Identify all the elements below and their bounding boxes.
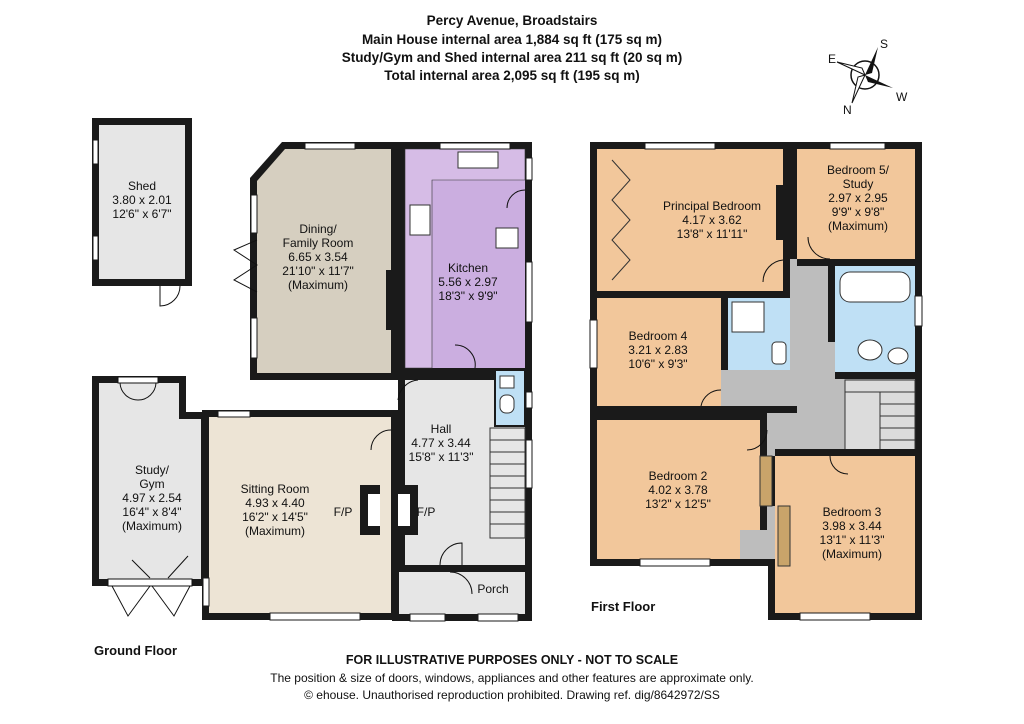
compass-s-label: S xyxy=(880,37,888,51)
bedroom4-name: Bedroom 4 xyxy=(629,329,688,343)
shed-metric: 3.80 x 2.01 xyxy=(112,193,172,207)
kitchen-name: Kitchen xyxy=(448,261,488,275)
bedroom5-note: (Maximum) xyxy=(828,219,888,233)
dining-name2: Family Room xyxy=(283,236,354,250)
fireplace-left-label: F/P xyxy=(334,505,353,519)
disclaimer-heading: FOR ILLUSTRATIVE PURPOSES ONLY - NOT TO … xyxy=(345,653,679,667)
dining-name1: Dining/ xyxy=(299,222,337,236)
shed-imperial: 12'6" x 6'7" xyxy=(112,207,171,221)
bedroom3-metric: 3.98 x 3.44 xyxy=(822,519,882,533)
kitchen-imperial: 18'3" x 9'9" xyxy=(438,289,497,303)
sitting-metric: 4.93 x 4.40 xyxy=(245,496,305,510)
copyright-text: © ehouse. Unauthorised reproduction proh… xyxy=(304,688,720,702)
bedroom5-name1: Bedroom 5/ xyxy=(827,163,890,177)
ground-floor-label: Ground Floor xyxy=(94,643,177,658)
compass-n-label: N xyxy=(843,103,852,117)
bedroom5-name2: Study xyxy=(843,177,874,191)
study-gym-name2: Gym xyxy=(139,477,164,491)
total-area: Total internal area 2,095 sq ft (195 sq … xyxy=(384,68,640,83)
bedroom3-note: (Maximum) xyxy=(822,547,882,561)
principal-name: Principal Bedroom xyxy=(663,199,761,213)
bedroom3-imperial: 13'1" x 11'3" xyxy=(820,533,885,547)
porch-name: Porch xyxy=(477,582,508,596)
fireplace-right-label: F/P xyxy=(417,505,436,519)
hall-imperial: 15'8" x 11'3" xyxy=(409,450,474,464)
dining-room xyxy=(257,149,391,373)
compass-e-label: E xyxy=(828,52,836,66)
bedroom5-study xyxy=(797,149,915,259)
principal-bedroom xyxy=(597,149,783,291)
sitting-name: Sitting Room xyxy=(241,482,310,496)
principal-metric: 4.17 x 3.62 xyxy=(682,213,742,227)
bedroom-2 xyxy=(597,420,760,559)
first-staircase xyxy=(844,379,916,451)
bedroom5-metric: 2.97 x 2.95 xyxy=(828,191,888,205)
main-house-area: Main House internal area 1,884 sq ft (17… xyxy=(361,32,663,47)
compass-icon: S E N W xyxy=(828,37,908,117)
bedroom2-imperial: 13'2" x 12'5" xyxy=(645,497,711,511)
bedroom2-metric: 4.02 x 3.78 xyxy=(648,483,708,497)
hall-name: Hall xyxy=(431,422,452,436)
study-gym-metric: 4.97 x 2.54 xyxy=(122,491,182,505)
bedroom5-imperial: 9'9" x 9'8" xyxy=(832,205,884,219)
address-title: Percy Avenue, Broadstairs xyxy=(426,13,598,28)
compass-w-label: W xyxy=(896,90,908,104)
bedroom-4 xyxy=(597,298,721,406)
bedroom4-metric: 3.21 x 2.83 xyxy=(628,343,688,357)
dining-imperial: 21'10" x 11'7" xyxy=(282,264,354,278)
bedroom-3 xyxy=(775,456,915,613)
study-gym-imperial: 16'4" x 8'4" xyxy=(122,505,181,519)
bedroom2-name: Bedroom 2 xyxy=(649,469,708,483)
shed-name: Shed xyxy=(128,179,156,193)
kitchen-metric: 5.56 x 2.97 xyxy=(438,275,498,289)
disclaimer-text: The position & size of doors, windows, a… xyxy=(270,671,754,685)
porch-room xyxy=(399,572,525,614)
sitting-imperial: 16'2" x 14'5" xyxy=(242,510,308,524)
sitting-note: (Maximum) xyxy=(245,524,305,538)
bedroom3-name: Bedroom 3 xyxy=(823,505,882,519)
bedroom4-imperial: 10'6" x 9'3" xyxy=(628,357,687,371)
study-gym-note: (Maximum) xyxy=(122,519,182,533)
dining-metric: 6.65 x 3.54 xyxy=(288,250,348,264)
principal-imperial: 13'8" x 11'11" xyxy=(677,227,748,241)
dining-note: (Maximum) xyxy=(288,278,348,292)
study-gym-name1: Study/ xyxy=(135,463,170,477)
outbuilding-area: Study/Gym and Shed internal area 211 sq … xyxy=(341,50,683,65)
first-floor-label: First Floor xyxy=(591,599,655,614)
ground-staircase xyxy=(489,427,526,539)
study-gym-room xyxy=(99,383,201,579)
shed-room xyxy=(99,125,185,279)
hall-metric: 4.77 x 3.44 xyxy=(411,436,471,450)
